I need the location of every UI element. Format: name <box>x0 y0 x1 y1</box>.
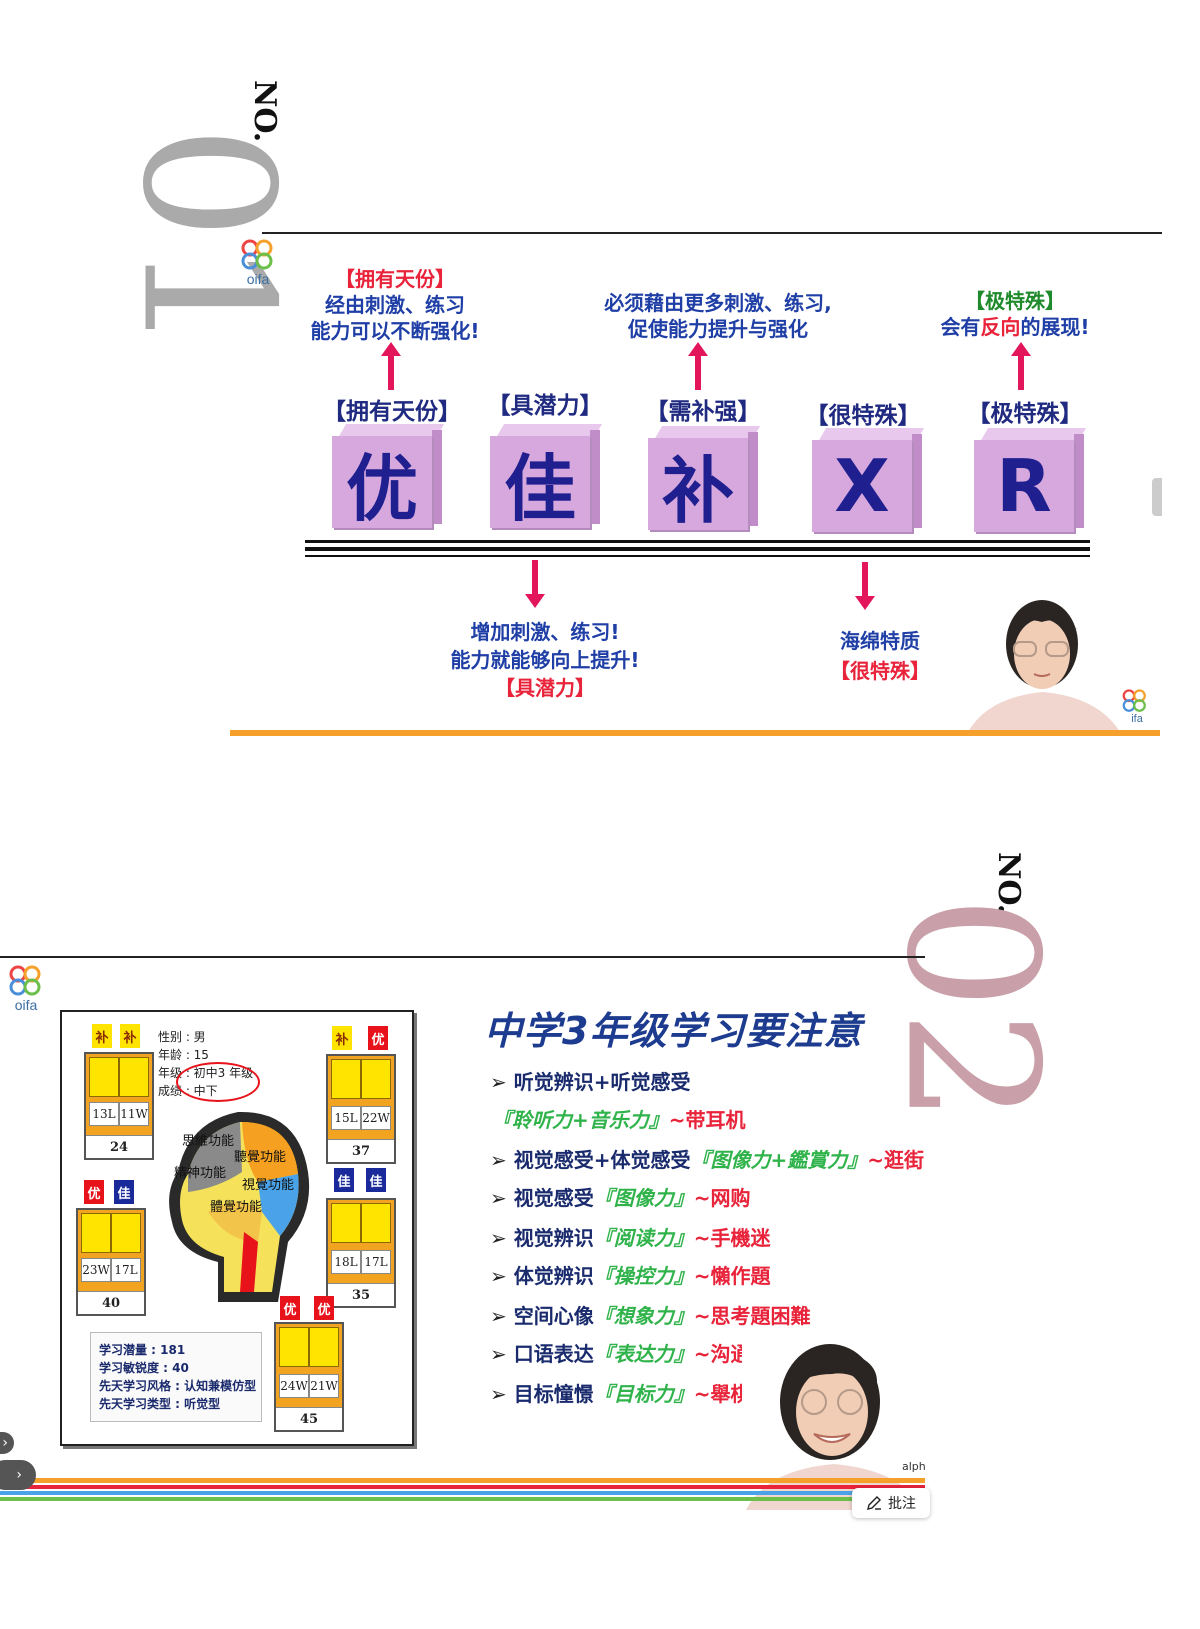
list-item: 『聆听力+音乐力』~带耳机 <box>492 1108 746 1132</box>
next-page-button[interactable]: › <box>0 1460 36 1490</box>
function-box-1: 13L 11W 24 <box>84 1052 154 1160</box>
jia-description: 增加刺激、练习! 能力就能够向上提升! 【具潜力】 <box>450 620 640 700</box>
cube-label-r: 【极特殊】 <box>967 401 1083 427</box>
function-box-4: 18L 17L 35 <box>326 1198 396 1308</box>
brain-label-visual: 視覺功能 <box>242 1178 295 1193</box>
box3-tag-1: 优 <box>84 1180 104 1204</box>
watermark-text: alph <box>902 1460 926 1473</box>
box4-tag-1: 佳 <box>334 1168 354 1192</box>
scroll-handle[interactable] <box>1152 478 1162 516</box>
x-description: 海绵特质 【很特殊】 <box>830 629 930 683</box>
oifa-logo: oifa <box>238 238 278 290</box>
list-item: ➢ 目标憧憬『目标力』~舉棋不定 <box>490 1382 791 1406</box>
header-divider <box>262 232 1162 234</box>
footer-stripe-orange <box>0 1478 925 1483</box>
function-box-2: 15L 22W 37 <box>326 1054 396 1164</box>
cube-you: 优 <box>332 424 445 531</box>
box4-tag-2: 佳 <box>366 1168 386 1192</box>
function-box-5: 24W 21W 45 <box>274 1322 344 1432</box>
brain-label-spirit: 精神功能 <box>174 1166 227 1181</box>
learning-summary: 学习潜量 : 181 学习敏锐度 : 40 先天学习风格 : 认知兼模仿型 先天… <box>90 1332 262 1422</box>
brain-chart: 性别 : 男 年龄 : 15 年级 : 初中3 年级 成绩 : 中下 思維功能 … <box>60 1010 414 1446</box>
oifa-logo: oifa <box>6 964 46 1016</box>
box5-tag-2: 优 <box>314 1296 334 1320</box>
brain-label-body: 體覺功能 <box>210 1200 263 1215</box>
footer-stripe-red <box>0 1485 925 1489</box>
cube-r: R <box>974 428 1087 532</box>
oifa-logo-small: ifa <box>1120 688 1154 740</box>
cube-jia: 佳 <box>490 424 603 531</box>
brain-diagram <box>169 1111 310 1302</box>
list-item: ➢ 空间心像『想象力』~思考題困難 <box>490 1304 811 1328</box>
you-description: 【拥有天份】 经由刺激、练习 能力可以不断强化! <box>310 267 480 343</box>
footer-stripe-blue <box>0 1491 925 1495</box>
grade-highlight-circle <box>176 1062 260 1102</box>
prev-page-button[interactable]: › <box>0 1432 14 1454</box>
list-item: ➢ 视觉感受『图像力』~网购 <box>490 1186 751 1210</box>
cube-x: X <box>812 428 925 532</box>
box2-tag-2: 优 <box>368 1026 388 1050</box>
box2-tag-1: 补 <box>332 1026 352 1050</box>
annotate-label: 批注 <box>888 1496 916 1512</box>
cube-label-x: 【很特殊】 <box>805 403 921 429</box>
list-item: ➢ 体觉辨识『操控力』~懶作題 <box>490 1264 771 1288</box>
slide-number: 02 <box>866 895 1076 1125</box>
baseline-top <box>305 540 1090 543</box>
brain-label-auditory: 聽覺功能 <box>234 1150 287 1165</box>
box3-tag-2: 佳 <box>114 1180 134 1204</box>
presenter-video <box>958 592 1130 732</box>
down-arrow-icon <box>855 562 875 610</box>
header-divider <box>0 956 925 958</box>
brain-label-thinking: 思維功能 <box>182 1134 235 1149</box>
box1-tag-1: 补 <box>92 1024 112 1048</box>
list-item: ➢ 视觉辨识『阅读力』~手機迷 <box>490 1226 771 1250</box>
function-box-3: 23W 17L 40 <box>76 1208 146 1316</box>
baseline-bottom <box>305 555 1090 557</box>
footer-stripe-green <box>0 1497 925 1501</box>
slide-title: 中学3年级学习要注意 <box>484 1009 863 1053</box>
annotate-button[interactable]: 批注 <box>852 1488 930 1518</box>
r-description: 【极特殊】 会有反向的展现! <box>940 289 1090 339</box>
up-arrow-icon <box>1011 342 1031 390</box>
up-arrow-icon <box>688 342 708 390</box>
cube-bu: 补 <box>648 426 761 533</box>
box1-tag-2: 补 <box>120 1024 140 1048</box>
baseline-middle <box>305 547 1090 551</box>
list-item: ➢ 视觉感受+体觉感受『图像力+鑑賞力』~逛街 <box>490 1148 925 1172</box>
cube-label-bu: 【需补强】 <box>645 399 761 425</box>
list-item: ➢ 听觉辨识+听觉感受 <box>490 1070 691 1094</box>
up-arrow-icon <box>381 342 401 390</box>
bu-description: 必须藉由更多刺激、练习, 促使能力提升与强化 <box>604 291 832 341</box>
slide-footer-bar <box>230 730 1160 736</box>
cube-label-jia: 【具潜力】 <box>487 393 603 419</box>
box5-tag-1: 优 <box>280 1296 300 1320</box>
down-arrow-icon <box>525 560 545 608</box>
pen-icon <box>867 1496 881 1510</box>
cube-label-you: 【拥有天份】 <box>323 399 461 425</box>
